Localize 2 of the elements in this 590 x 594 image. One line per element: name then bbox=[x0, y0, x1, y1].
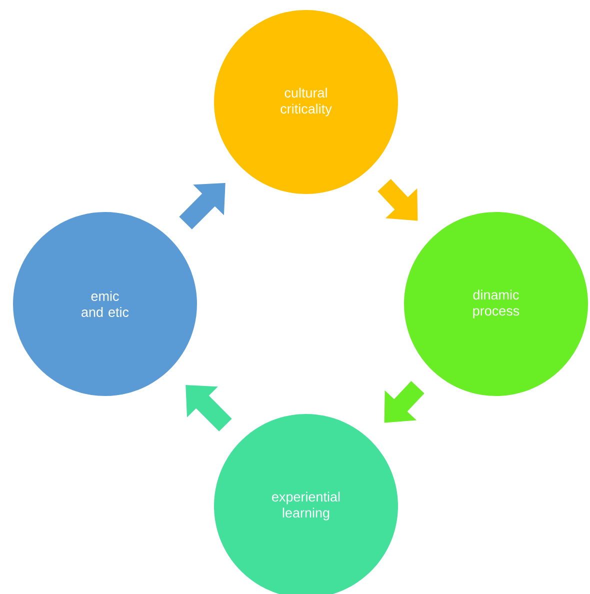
block-arrow bbox=[179, 183, 226, 230]
block-arrow bbox=[186, 385, 232, 432]
